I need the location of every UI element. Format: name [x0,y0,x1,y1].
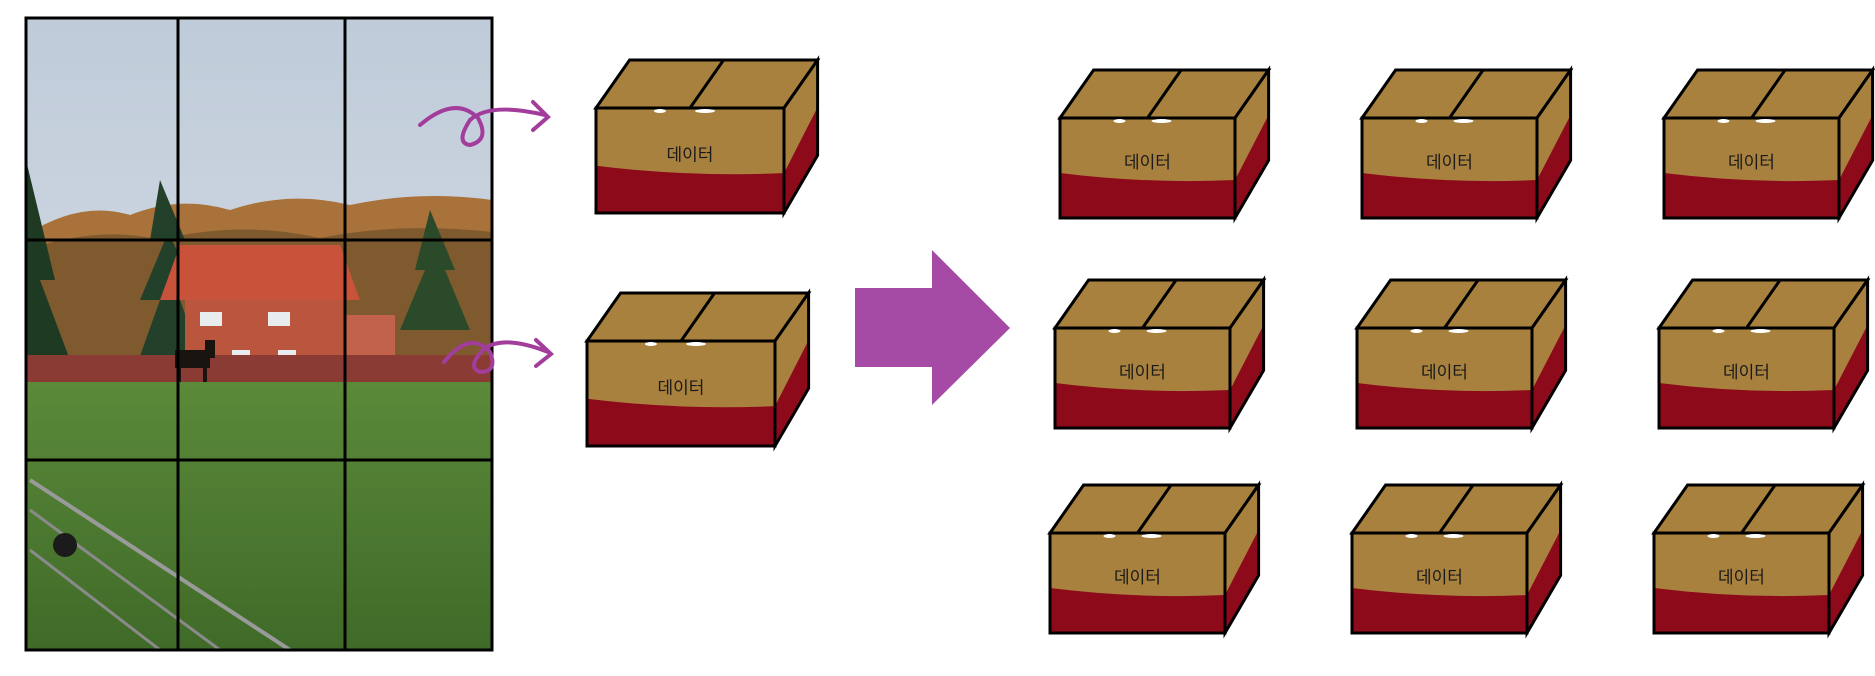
source-box-bottom: 데이터 [584,288,812,452]
big-right-arrow [855,250,1010,405]
box-label: 데이터 [1728,153,1775,173]
source-box-top: 데이터 [593,55,821,219]
result-box: 데이터 [1052,275,1267,434]
box-label: 데이터 [1723,363,1770,383]
landscape-photo [26,18,492,650]
result-box: 데이터 [1651,480,1866,639]
box-label: 데이터 [1416,568,1463,588]
box-label: 데이터 [1421,363,1468,383]
box-label: 데이터 [1114,568,1161,588]
curl-arrow-bottom [442,338,555,375]
box-label: 데이터 [1124,153,1171,173]
box-label: 데이터 [1718,568,1765,588]
photo-frame [24,16,494,652]
result-box: 데이터 [1349,480,1564,639]
result-box: 데이터 [1661,65,1875,224]
result-box: 데이터 [1656,275,1871,434]
box-label: 데이터 [667,146,714,166]
result-box: 데이터 [1354,275,1569,434]
result-box: 데이터 [1047,480,1262,639]
box-label: 데이터 [1426,153,1473,173]
box-label: 데이터 [658,379,705,399]
box-label: 데이터 [1119,363,1166,383]
curl-arrow-top [418,100,551,148]
photo-grid [26,18,492,650]
result-box: 데이터 [1057,65,1272,224]
result-box: 데이터 [1359,65,1574,224]
